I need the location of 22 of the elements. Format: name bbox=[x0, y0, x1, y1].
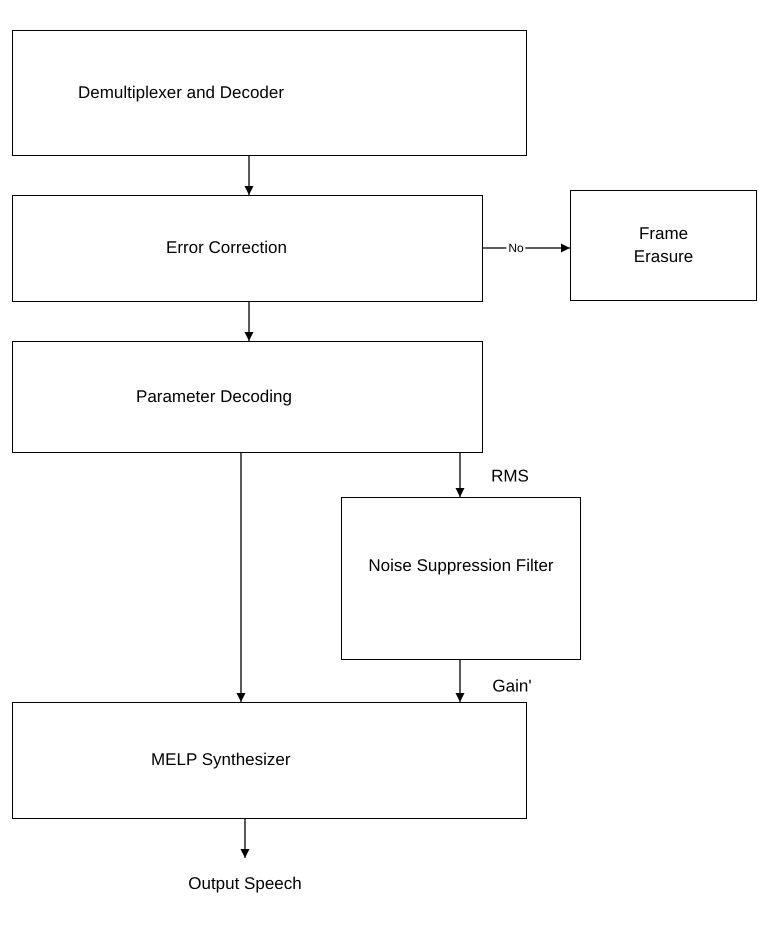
output-label: Output Speech bbox=[188, 872, 302, 895]
process-box bbox=[341, 497, 581, 660]
arrow bbox=[236, 453, 246, 702]
arrow bbox=[240, 819, 250, 858]
process-box bbox=[12, 702, 527, 819]
box-label: Error Correction bbox=[166, 237, 287, 260]
box-label: Demultiplexer and Decoder bbox=[78, 82, 284, 104]
arrow bbox=[244, 302, 254, 341]
arrow bbox=[483, 244, 570, 252]
box-label: Noise Suppression Filter bbox=[368, 555, 554, 578]
arrow bbox=[456, 660, 464, 702]
box-label: Parameter Decoding bbox=[136, 386, 292, 408]
arrow bbox=[244, 156, 254, 195]
box-label: Frame Erasure bbox=[632, 222, 694, 268]
process-box bbox=[570, 190, 757, 301]
box-label: MELP Synthesizer bbox=[151, 749, 291, 772]
edge-label: Gain' bbox=[492, 675, 532, 698]
process-box bbox=[12, 195, 483, 302]
arrow bbox=[456, 453, 464, 497]
process-box bbox=[12, 341, 483, 453]
process-box bbox=[12, 30, 527, 156]
edge-label: RMS bbox=[491, 465, 529, 488]
